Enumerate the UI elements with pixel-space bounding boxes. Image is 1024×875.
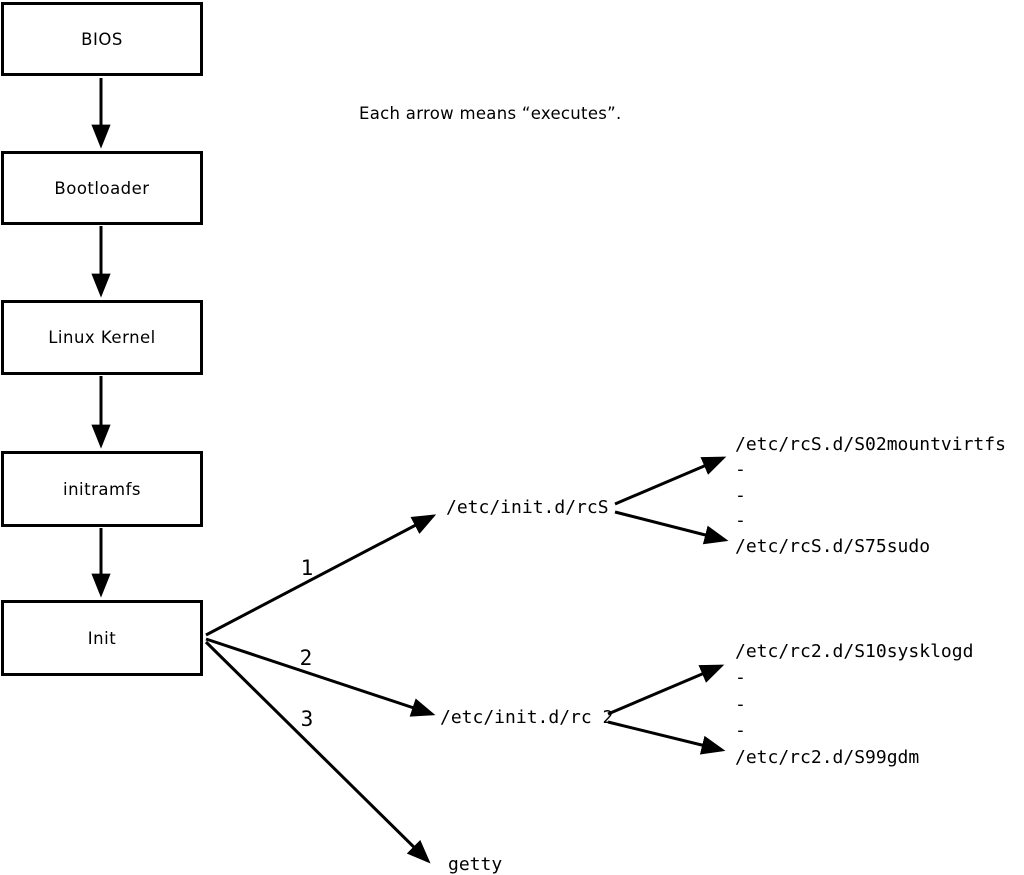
script-item-rcs-last: /etc/rcS.d/S75sudo <box>735 536 931 557</box>
chain-box-bootloader-label: Bootloader <box>54 178 150 198</box>
chain-box-bootloader: Bootloader <box>1 151 203 225</box>
script-item-rcs-first: /etc/rcS.d/S02mountvirtfs <box>735 434 1006 455</box>
chain-box-bios: BIOS <box>1 2 203 76</box>
arrow-rc2-to-first-script <box>607 664 725 716</box>
arrow-init-to-rcs <box>205 514 437 637</box>
script-item-rc2-ellipsis: - <box>735 720 746 741</box>
chain-box-linux-kernel-label: Linux Kernel <box>48 328 156 347</box>
script-item-rc2-ellipsis: - <box>735 694 746 715</box>
chain-box-initramfs-label: initramfs <box>63 479 141 499</box>
chain-box-initramfs: initramfs <box>1 451 203 527</box>
branch-target-rcs: /etc/init.d/rcS <box>446 497 609 518</box>
script-item-rcs-ellipsis: - <box>735 485 746 506</box>
legend-note: Each arrow means “executes”. <box>359 104 622 123</box>
chain-box-linux-kernel: Linux Kernel <box>1 300 203 375</box>
script-item-rc2-first: /etc/rc2.d/S10sysklogd <box>735 641 974 662</box>
script-item-rc2-last: /etc/rc2.d/S99gdm <box>735 747 920 768</box>
script-item-rcs-ellipsis: - <box>735 459 746 480</box>
arrow-init-to-rc2 <box>205 637 436 717</box>
chain-box-init-label: Init <box>87 628 117 648</box>
arrow-rc2-to-last-script <box>607 720 726 755</box>
branch-target-getty: getty <box>448 854 503 875</box>
arrow-rcs-to-last-script <box>614 510 729 545</box>
branch-target-rc2: /etc/init.d/rc 2 <box>440 707 614 728</box>
chain-box-bios-label: BIOS <box>81 29 123 49</box>
script-item-rcs-ellipsis: - <box>735 510 746 531</box>
branch-order-2: 2 <box>299 646 313 670</box>
arrow-init-to-getty <box>204 640 431 864</box>
branch-order-3: 3 <box>300 707 314 731</box>
branch-order-1: 1 <box>300 556 314 580</box>
script-item-rc2-ellipsis: - <box>735 667 746 688</box>
chain-box-init: Init <box>1 600 203 676</box>
arrow-rcs-to-first-script <box>614 456 727 506</box>
